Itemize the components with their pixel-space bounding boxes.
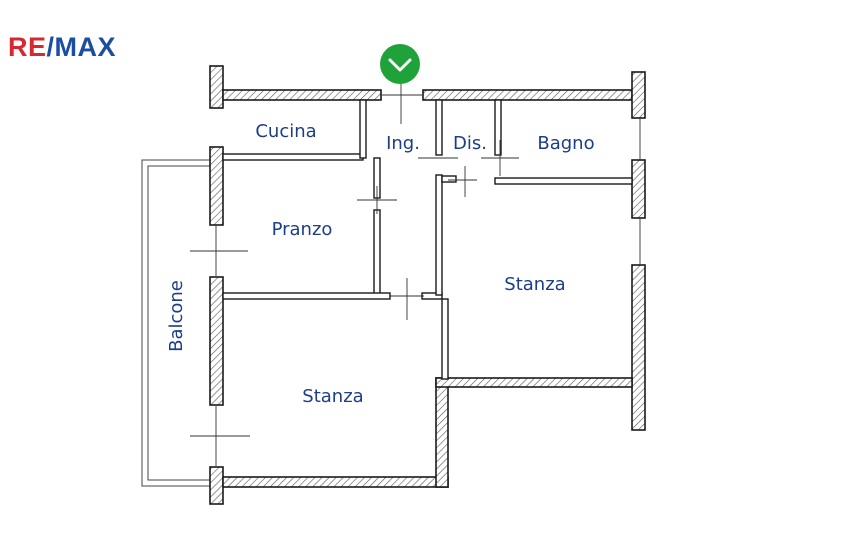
label-pranzo: Pranzo [272,219,333,240]
partitions [222,99,633,380]
logo-slash: / [46,32,55,62]
label-cucina: Cucina [255,121,316,142]
label-stanza-right: Stanza [504,274,565,295]
door-markers [190,82,641,466]
balcony-outline [141,159,210,487]
label-bagno: Bagno [537,133,594,154]
label-stanza-bottom: Stanza [302,386,363,407]
label-disimpegno: Dis. [453,133,487,154]
label-balcone: Balcone [166,280,187,352]
logo-part-re: RE [8,32,47,62]
logo-part-max: MAX [54,32,117,62]
chevron-down-icon [388,58,412,72]
entrance-circle [380,44,420,84]
label-ingresso: Ing. [386,133,420,154]
entrance-marker [380,44,420,84]
remax-logo: RE/MAX [8,34,116,61]
walls [209,65,646,505]
